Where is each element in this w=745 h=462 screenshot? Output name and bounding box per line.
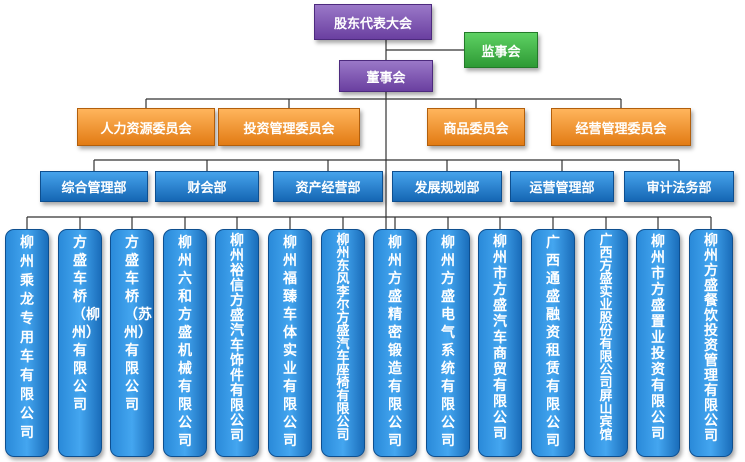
company-box: 柳州六和方盛机械有限公司 [163,229,207,457]
company-label: 方盛车桥（苏州）有限公司 [124,235,152,413]
company-label: 柳州方盛电气系统有限公司 [441,235,455,449]
company-label: 柳州市方盛汽车商贸有限公司 [493,234,507,442]
department-box-label: 资产经营部 [295,181,361,196]
shareholders-label: 股东代表大会 [333,16,412,32]
company-box: 柳州东风李尔方盛汽车座椅有限公司 [321,229,365,457]
department-box: 审计法务部 [624,171,734,202]
company-box: 方盛车桥（苏州）有限公司 [110,229,154,457]
department-box: 资产经营部 [273,171,383,202]
company-box: 广西通盛融资租赁有限公司 [531,229,575,457]
committee-box: 投资管理委员会 [218,108,360,146]
committee-box-label: 经营管理委员会 [575,121,667,137]
company-label: 柳州福臻车体实业有限公司 [283,235,297,449]
company-label: 广西通盛融资租赁有限公司 [546,235,560,449]
company-label: 柳州方盛餐饮投资管理有限公司 [704,233,718,444]
company-label: 柳州东风李尔方盛汽车座椅有限公司 [336,233,350,443]
shareholders-box: 股东代表大会 [314,4,432,40]
committee-box: 经营管理委员会 [551,108,691,146]
board-label: 董事会 [366,70,406,86]
company-label: 方盛车桥（柳州）有限公司 [72,235,100,413]
company-box: 柳州市方盛置业投资有限公司 [636,229,680,457]
company-label: 广西方盛实业股份有限公司屏山宾馆 [599,233,613,443]
department-box-label: 发展规划部 [414,181,480,196]
department-box: 运营管理部 [510,171,614,202]
company-label: 柳州方盛精密锻造有限公司 [388,235,402,449]
company-label: 柳州乘龙专用车有限公司 [20,235,34,441]
company-box: 柳州乘龙专用车有限公司 [5,229,49,457]
committee-box-label: 投资管理委员会 [243,121,335,137]
committee-box: 人力资源委员会 [77,108,215,146]
company-box: 柳州福臻车体实业有限公司 [268,229,312,457]
supervisors-label: 监事会 [481,44,521,60]
supervisors-box: 监事会 [464,32,538,68]
department-box: 发展规划部 [392,171,502,202]
company-label: 柳州市方盛置业投资有限公司 [651,234,665,442]
department-box-label: 运营管理部 [529,181,595,196]
company-box: 柳州裕信方盛汽车饰件有限公司 [215,229,259,457]
board-box: 董事会 [339,60,433,92]
department-box-label: 综合管理部 [61,181,127,196]
department-box: 财会部 [155,171,259,202]
company-label: 柳州裕信方盛汽车饰件有限公司 [230,233,244,444]
department-box-label: 审计法务部 [646,181,712,196]
committee-box-label: 人力资源委员会 [100,121,192,137]
company-box: 柳州方盛精密锻造有限公司 [373,229,417,457]
company-box: 广西方盛实业股份有限公司屏山宾馆 [584,229,628,457]
department-box: 综合管理部 [40,171,148,202]
committee-box-label: 商品委员会 [443,121,509,137]
company-box: 柳州方盛电气系统有限公司 [426,229,470,457]
company-box: 方盛车桥（柳州）有限公司 [58,229,102,457]
department-box-label: 财会部 [187,181,227,196]
company-label: 柳州六和方盛机械有限公司 [178,235,192,449]
company-box: 柳州市方盛汽车商贸有限公司 [478,229,522,457]
company-box: 柳州方盛餐饮投资管理有限公司 [689,229,733,457]
committee-box: 商品委员会 [427,108,525,146]
